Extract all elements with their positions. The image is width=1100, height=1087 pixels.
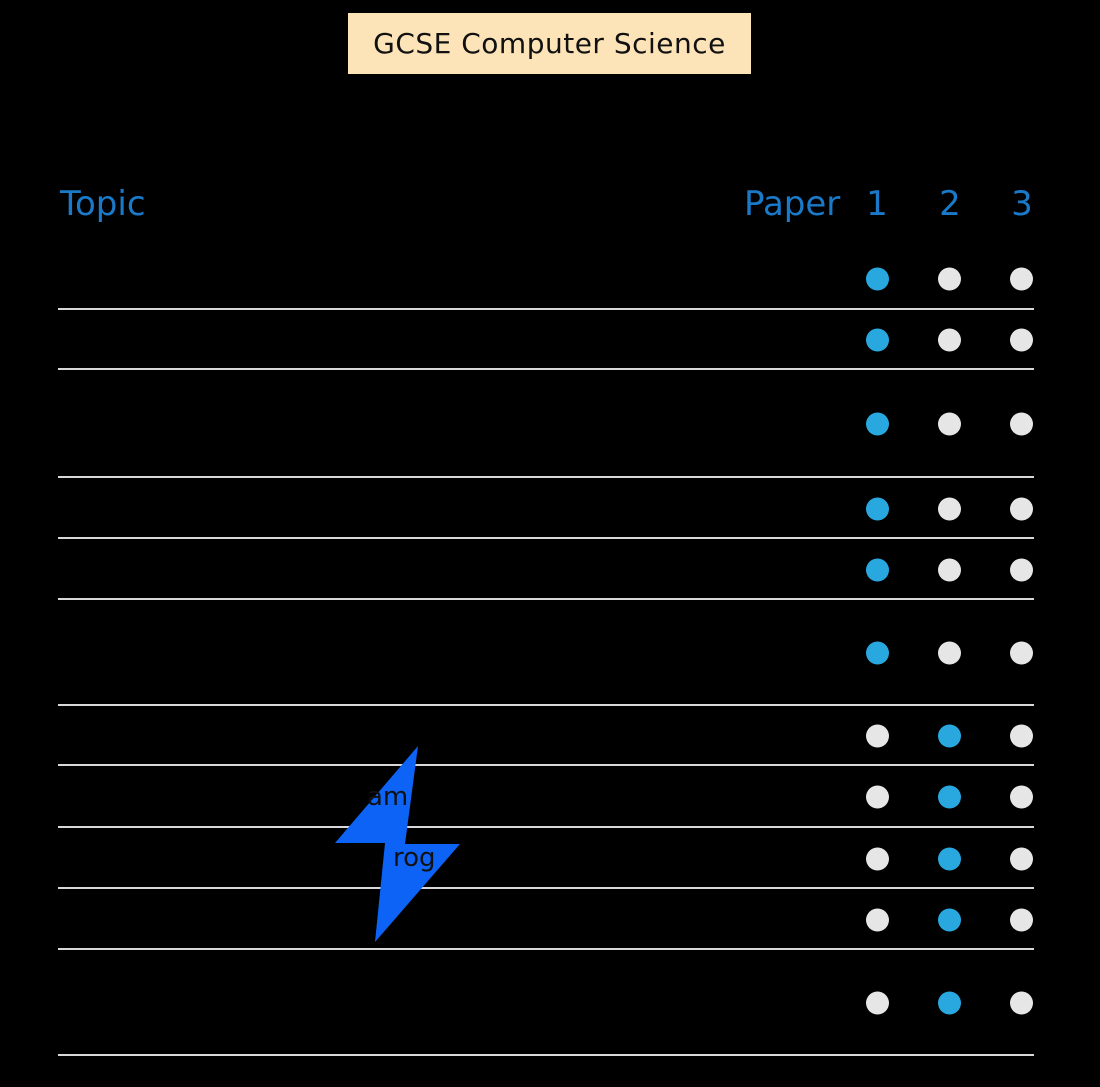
table-row <box>58 478 1034 539</box>
paper-1-header: 1 <box>866 184 888 224</box>
table-row <box>58 370 1034 478</box>
paper-3-indicator-dot <box>1010 412 1033 436</box>
paper-column-header: Paper <box>744 184 841 224</box>
lightning-bolt-icon <box>335 746 460 942</box>
paper-1-indicator-dot <box>866 267 889 291</box>
paper-2-indicator-dot <box>938 785 961 809</box>
paper-3-indicator-dot <box>1010 991 1033 1015</box>
paper-2-indicator-dot <box>938 267 961 291</box>
table-row <box>58 828 1034 889</box>
paper-3-indicator-dot <box>1010 785 1033 809</box>
topic-column-header: Topic <box>60 184 146 224</box>
paper-1-indicator-dot <box>866 991 889 1015</box>
watermark-fragment: rog <box>393 843 436 873</box>
paper-2-indicator-dot <box>938 724 961 748</box>
paper-2-indicator-dot <box>938 558 961 581</box>
paper-2-indicator-dot <box>938 328 961 352</box>
paper-3-indicator-dot <box>1010 267 1033 291</box>
watermark-fragment: am <box>367 782 409 812</box>
paper-3-indicator-dot <box>1010 724 1033 748</box>
row-divider <box>58 948 1034 950</box>
paper-1-indicator-dot <box>866 724 889 748</box>
row-divider <box>58 764 1034 766</box>
paper-1-indicator-dot <box>866 497 889 520</box>
paper-2-indicator-dot <box>938 847 961 870</box>
paper-1-indicator-dot <box>866 847 889 870</box>
row-divider <box>58 704 1034 706</box>
paper-2-indicator-dot <box>938 908 961 931</box>
table-row <box>58 539 1034 600</box>
table-row <box>58 889 1034 950</box>
paper-2-indicator-dot <box>938 497 961 520</box>
row-divider <box>58 308 1034 310</box>
table-row <box>58 248 1034 310</box>
paper-3-indicator-dot <box>1010 497 1033 520</box>
paper-2-header: 2 <box>939 184 961 224</box>
row-divider <box>58 368 1034 370</box>
paper-3-indicator-dot <box>1010 908 1033 931</box>
paper-3-header: 3 <box>1011 184 1033 224</box>
paper-1-indicator-dot <box>866 785 889 809</box>
table-row <box>58 706 1034 766</box>
row-divider <box>58 887 1034 889</box>
paper-3-indicator-dot <box>1010 328 1033 352</box>
row-divider <box>58 476 1034 478</box>
row-divider <box>58 537 1034 539</box>
paper-1-indicator-dot <box>866 328 889 352</box>
paper-1-indicator-dot <box>866 908 889 931</box>
table-row <box>58 766 1034 828</box>
table-row <box>58 600 1034 706</box>
page-title: GCSE Computer Science <box>348 13 751 74</box>
table-row <box>58 950 1034 1056</box>
paper-3-indicator-dot <box>1010 847 1033 870</box>
paper-1-indicator-dot <box>866 641 889 665</box>
paper-2-indicator-dot <box>938 412 961 436</box>
paper-1-indicator-dot <box>866 558 889 581</box>
paper-1-indicator-dot <box>866 412 889 436</box>
paper-2-indicator-dot <box>938 991 961 1015</box>
row-divider <box>58 826 1034 828</box>
paper-3-indicator-dot <box>1010 558 1033 581</box>
row-divider <box>58 598 1034 600</box>
paper-3-indicator-dot <box>1010 641 1033 665</box>
paper-2-indicator-dot <box>938 641 961 665</box>
row-divider <box>58 1054 1034 1056</box>
table-row <box>58 310 1034 370</box>
